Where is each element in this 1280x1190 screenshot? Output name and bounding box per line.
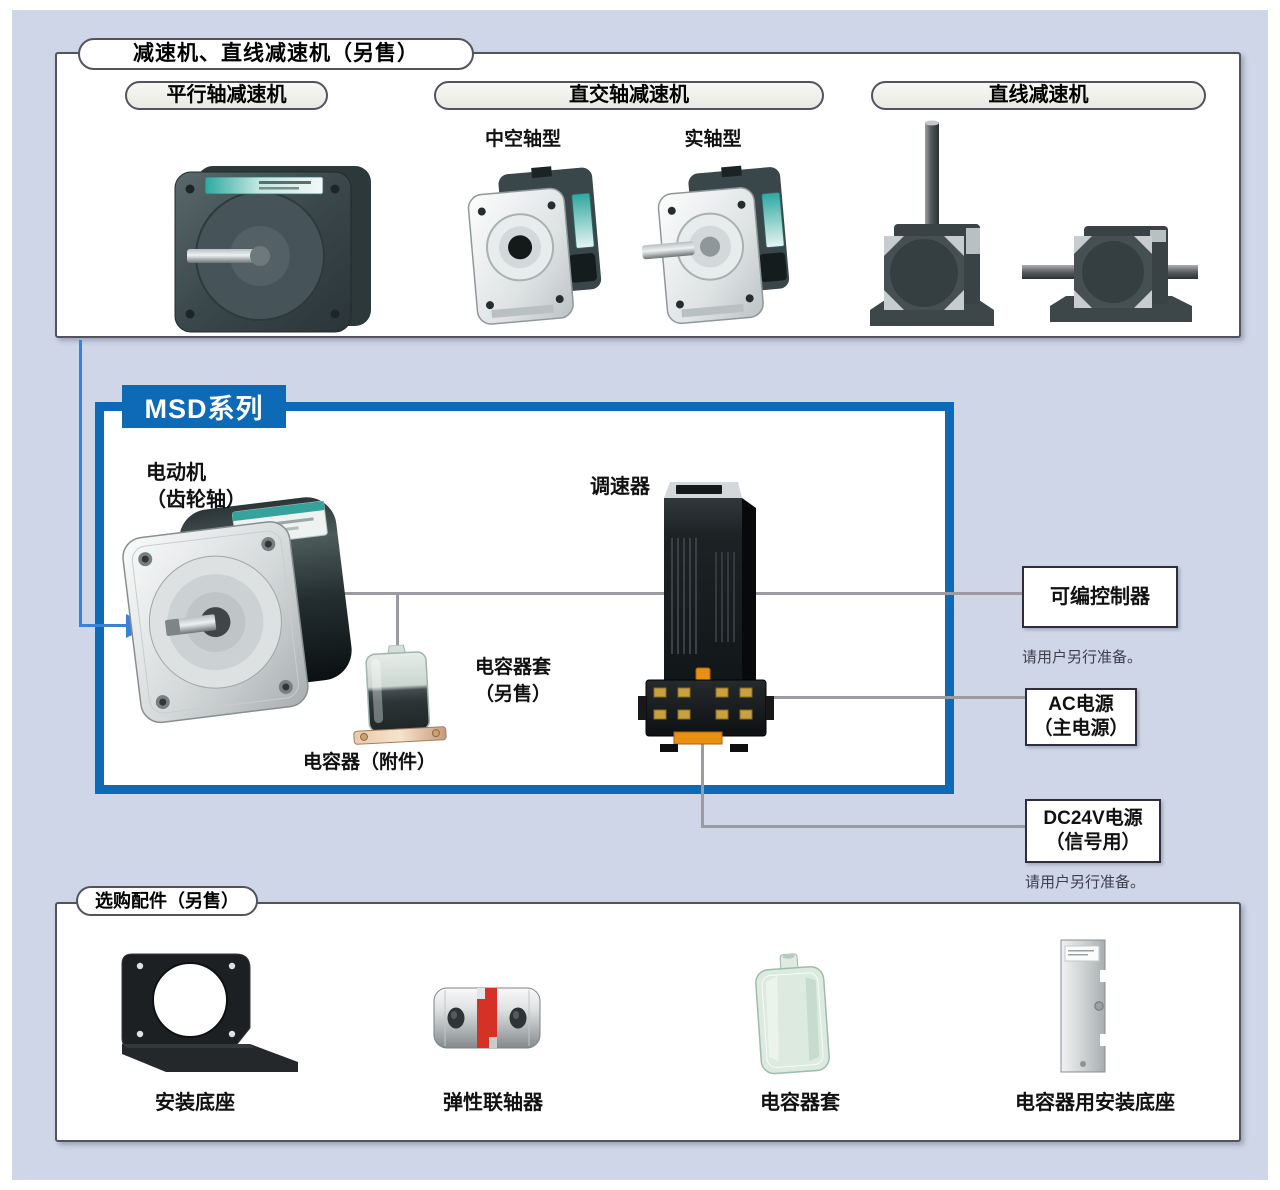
solid-shaft-type-label: 实轴型 [684,129,742,150]
motor-label-line1: 电动机 [146,462,206,484]
flexible-coupling-photo [430,984,544,1052]
ac-power-label-line1: AC电源 [1048,694,1114,715]
linear-gearhead-vertical-photo [870,120,994,334]
dc-power-label-line2: （信号用） [1045,832,1141,853]
dc-power-box: DC24V电源 （信号用） [1025,799,1161,863]
capacitor-cover-label: 电容器套 （另售） [443,654,583,708]
flexible-coupling-label: 弹性联轴器 [443,1092,543,1114]
plc-label: 可编控制器 [1050,586,1150,608]
controller-to-ac-line [690,696,1025,699]
msd-series-badge: MSD系列 [122,385,286,428]
hollow-shaft-gearhead-photo [461,160,608,331]
motor-label: 电动机 （齿轮轴） [146,460,246,514]
mounting-bracket-photo [108,948,304,1082]
hollow-shaft-type-label: 中空轴型 [484,129,561,150]
motor-photo [114,487,367,731]
motor-to-capacitor-line [396,594,399,652]
capacitor-mounting-plate-photo [1046,936,1120,1078]
motor-label-line2: （齿轮轴） [146,489,246,511]
parallel-shaft-gearhead-label: 平行轴减速机 [125,81,328,110]
accessories-section-box [55,902,1241,1142]
controller-to-dc-line-horizontal [701,825,1025,828]
ac-power-label-line2: （主电源） [1033,718,1129,739]
capacitor-cover-label-line1: 电容器套 [474,657,551,678]
linear-gearhead-label: 直线减速机 [871,81,1206,110]
mounting-bracket-label: 安装底座 [155,1092,235,1114]
right-angle-gearhead-label: 直交轴减速机 [434,81,824,110]
gearhead-feed-line-horizontal [79,624,129,627]
speed-controller-photo [630,482,782,754]
solid-shaft-gearhead-photo [635,160,798,332]
linear-gearhead-horizontal-photo [1022,220,1198,334]
dc-power-label-line1: DC24V电源 [1043,808,1143,829]
gearhead-feed-line-vertical [79,340,82,626]
plc-note: 请用户另行准备。 [1022,649,1143,666]
dc-power-note: 请用户另行准备。 [1025,874,1146,891]
accessories-section-title: 选购配件（另售） [76,886,258,916]
capacitor-cover-label-line2: （另售） [474,684,551,705]
gearhead-section-title: 减速机、直线减速机（另售） [78,38,474,70]
capacitor-cover-photo [746,945,843,1081]
background-panel: 减速机、直线减速机（另售） 平行轴减速机 直交轴减速机 直线减速机 中空轴型 实… [12,10,1268,1180]
capacitor-label: 电容器（附件） [303,752,437,773]
capacitor-mounting-plate-label: 电容器用安装底座 [1015,1092,1175,1114]
controller-to-dc-line-vertical [701,700,704,828]
capacitor-cover-accessory-label: 电容器套 [760,1092,840,1114]
ac-power-box: AC电源 （主电源） [1025,688,1137,746]
speed-controller-label: 调速器 [590,476,650,498]
plc-box: 可编控制器 [1022,566,1178,628]
capacitor-photo [347,643,450,753]
parallel-shaft-gearhead-photo [163,162,375,336]
